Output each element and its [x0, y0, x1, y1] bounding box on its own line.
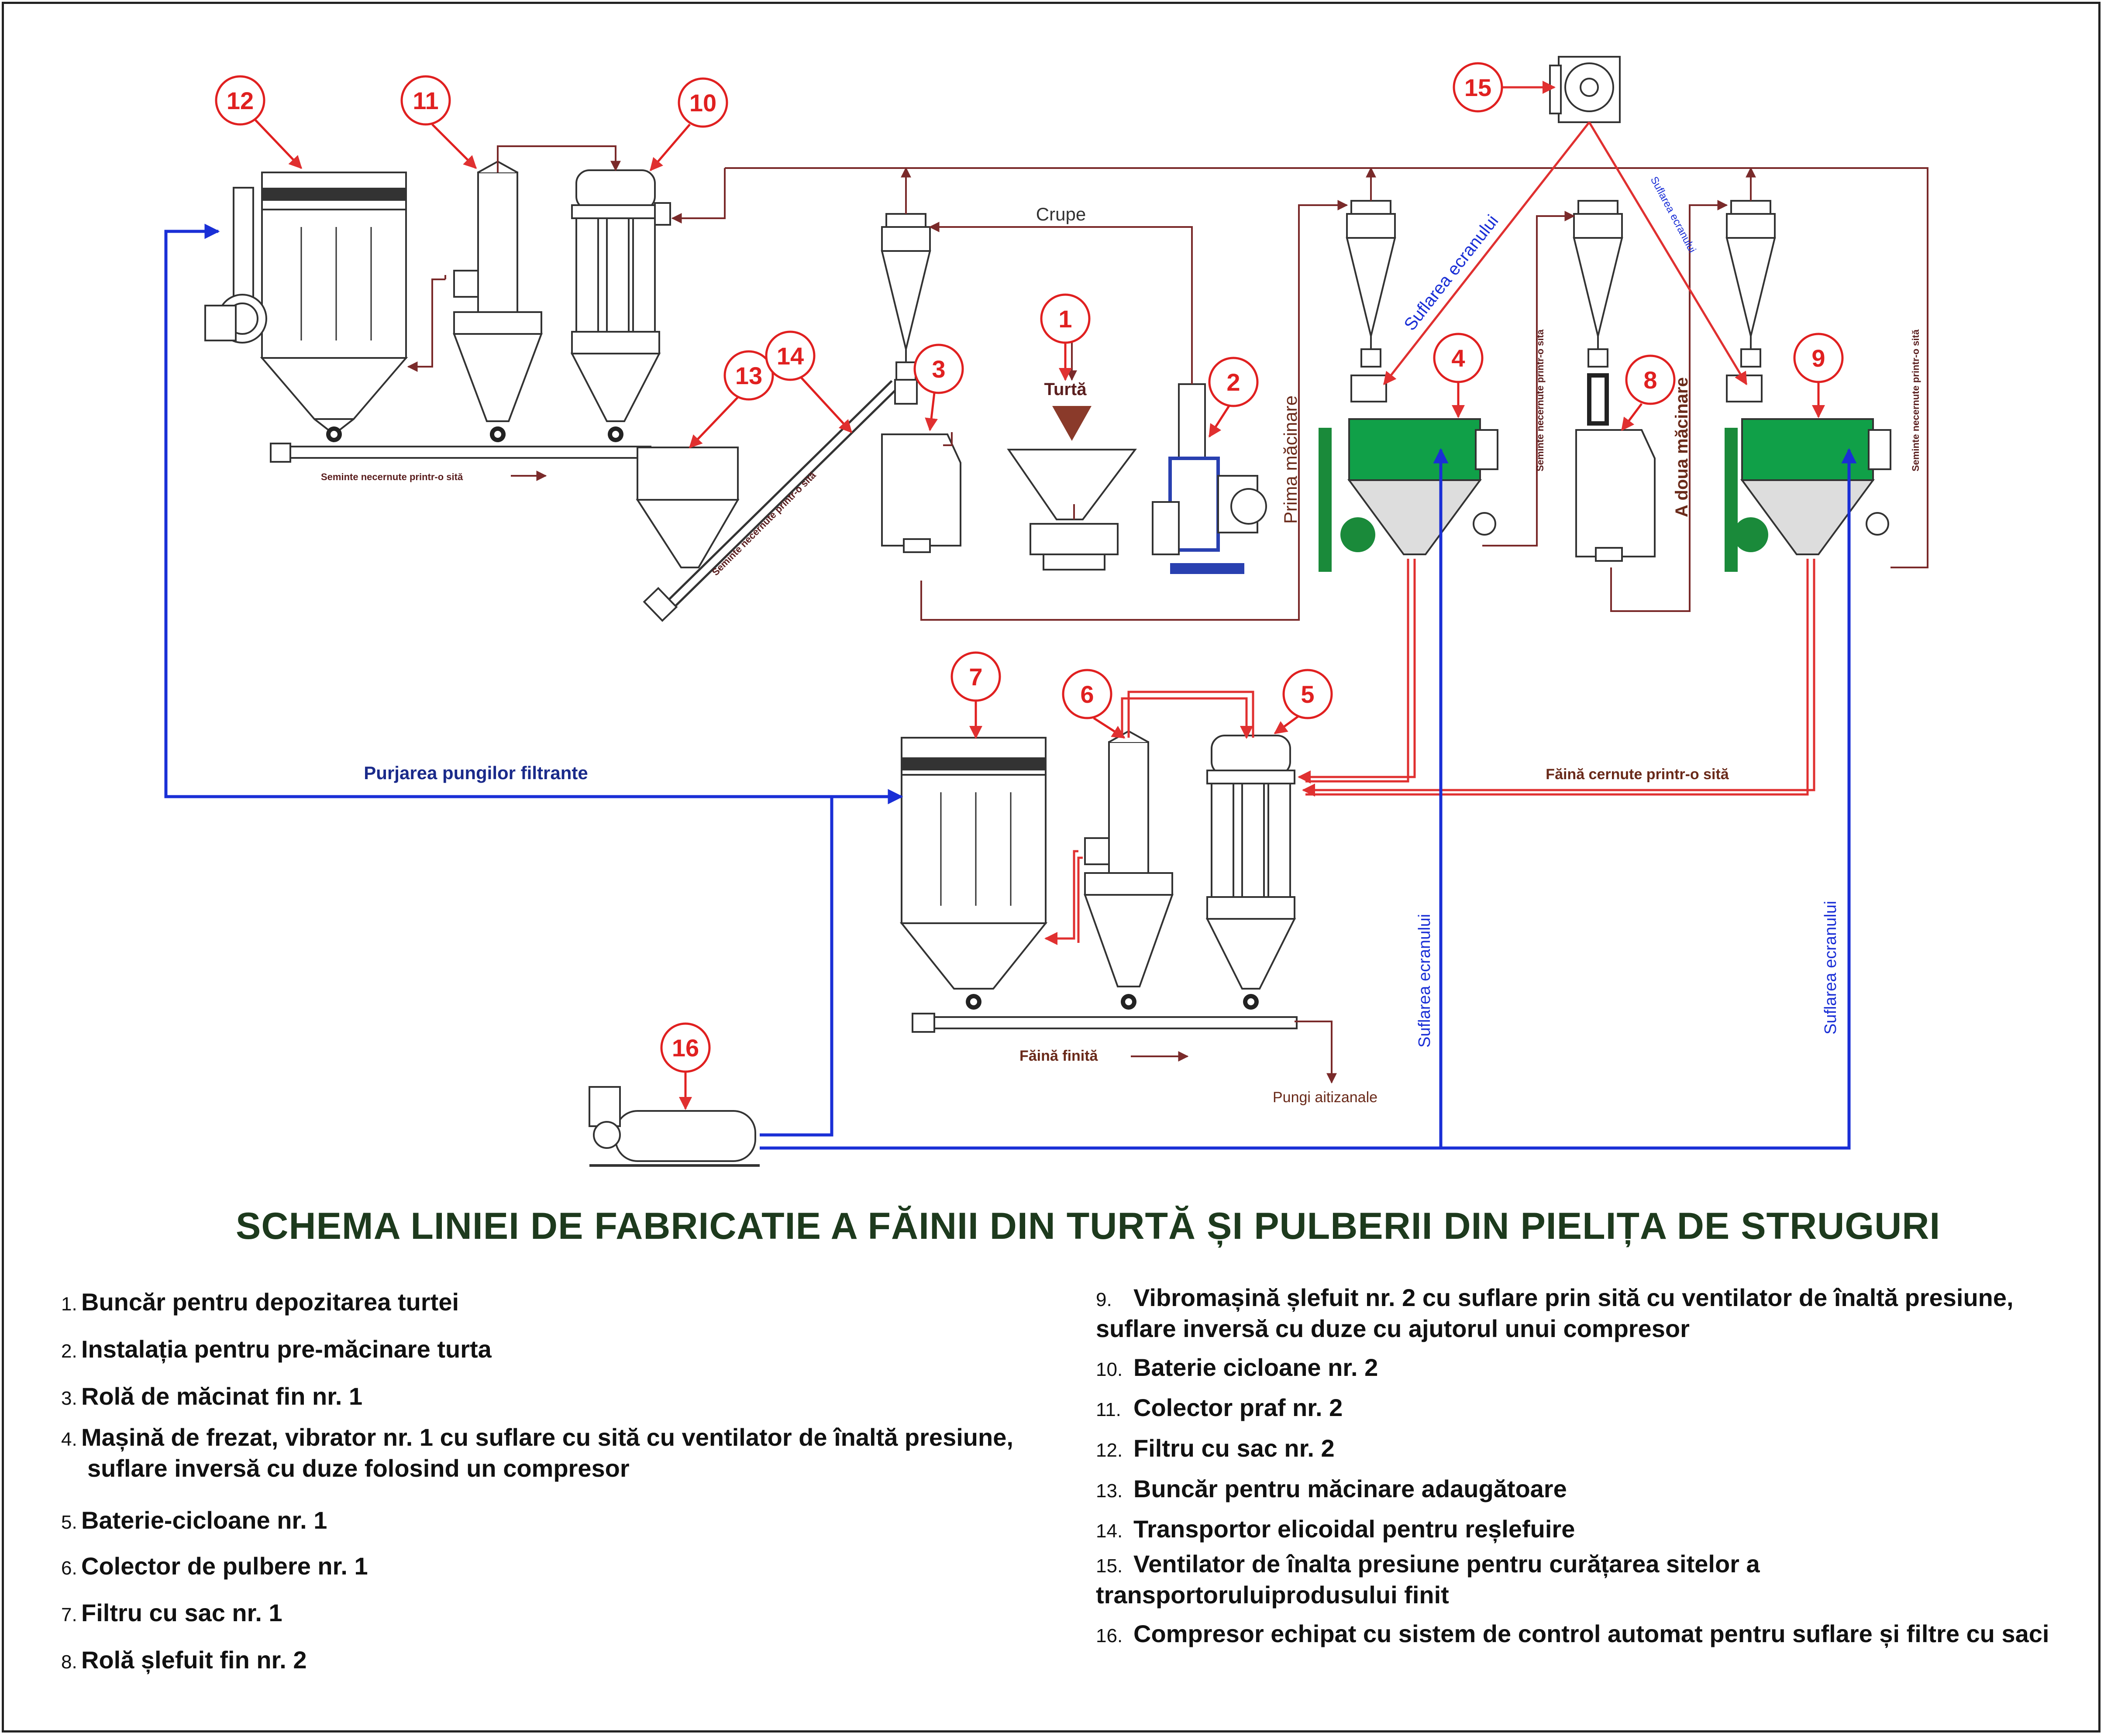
label-suflarea-vertical-2: Suflarea ecranului — [1822, 901, 1840, 1035]
label-suflarea-diagonal-1: Suflarea ecranului — [1400, 211, 1502, 334]
marker-7: 7 — [950, 651, 1001, 702]
marker-4: 4 — [1433, 333, 1484, 383]
label-suflarea-vertical-1: Suflarea ecranului — [1415, 914, 1434, 1048]
marker-12: 12 — [215, 75, 265, 126]
bag-filter-1 — [899, 737, 1048, 1010]
legend-item-4: 4.Mașină de frezat, vibrator nr. 1 cu su… — [61, 1423, 1013, 1482]
fine-roller-mill-1 — [881, 433, 961, 553]
label-crupe: Crupe — [1036, 204, 1086, 224]
compressor — [589, 1086, 760, 1167]
legend-item-15: 15.Ventilator de înalta presiune pentru … — [1096, 1550, 1760, 1609]
marker-11: 11 — [400, 75, 451, 126]
label-purjarea: Purjarea pungilor filtrante — [364, 763, 588, 783]
svg-text:1: 1 — [1058, 305, 1072, 333]
markers: 1 2 3 4 5 6 7 8 9 10 11 12 13 14 15 16 — [215, 62, 1844, 1073]
legend-item-14: 14.Transportor elicoidal pentru reșlefui… — [1096, 1515, 1575, 1543]
label-a-doua-macinare: A doua măcinare — [1672, 377, 1691, 517]
screw-conveyor-bottom — [933, 1016, 1298, 1029]
marker-1: 1 — [1040, 293, 1091, 344]
legend-item-7: 7.Filtru cu sac nr. 1 — [61, 1599, 282, 1626]
marker-6: 6 — [1062, 669, 1112, 719]
marker-13: 13 — [723, 350, 774, 401]
legend-left: 1.Buncăr pentru depozitarea turtei 2.Ins… — [61, 1288, 1065, 1681]
svg-text:14: 14 — [777, 342, 804, 370]
dust-collector-2 — [453, 160, 543, 442]
marker-10: 10 — [678, 77, 728, 128]
cake-storage-hopper — [1007, 406, 1137, 571]
svg-text:7: 7 — [969, 663, 982, 691]
svg-text:5: 5 — [1301, 681, 1314, 708]
svg-text:3: 3 — [932, 355, 945, 383]
label-faina-finita: Făină finită — [1019, 1048, 1098, 1064]
label-suflarea-diagonal-2: Suflarea ecranului — [1648, 175, 1698, 254]
legend-item-5: 5.Baterie-cicloane nr. 1 — [61, 1506, 327, 1534]
marker-5: 5 — [1282, 669, 1333, 719]
label-faina-cernute: Făină cernute printr-o sită — [1546, 766, 1729, 783]
svg-text:16: 16 — [672, 1034, 699, 1062]
cyclone-battery-1 — [1205, 735, 1296, 1010]
legend-item-2: 2.Instalația pentru pre-măcinare turta — [61, 1335, 492, 1363]
legend-item-11: 11.Colector praf nr. 2 — [1096, 1394, 1343, 1421]
label-seminte-vibro2: Seminte necernute printr-o sită — [1910, 329, 1921, 471]
marker-3: 3 — [913, 344, 964, 394]
svg-text:15: 15 — [1464, 74, 1491, 101]
page-title: SCHEMA LINIEI DE FABRICATIE A FĂINII DIN… — [236, 1205, 1941, 1247]
legend-item-3: 3.Rolă de măcinat fin nr. 1 — [61, 1382, 363, 1410]
legend-right: 9.Vibromașină șlefuit nr. 2 cu suflare p… — [1096, 1283, 2078, 1676]
legend-item-10: 10.Baterie cicloane nr. 2 — [1096, 1354, 1378, 1381]
inclined-screw-conveyor — [643, 380, 899, 622]
svg-text:13: 13 — [735, 362, 762, 389]
legend-item-12: 12.Filtru cu sac nr. 2 — [1096, 1434, 1335, 1462]
marker-2: 2 — [1208, 357, 1259, 407]
fine-roller-mill-2 — [1575, 429, 1656, 562]
svg-text:10: 10 — [689, 89, 716, 117]
legend-item-13: 13.Buncăr pentru măcinare adaugătoare — [1096, 1475, 1567, 1502]
cyclone-battery-2 — [570, 169, 671, 442]
legend-item-16: 16.Compresor echipat cu sistem de contro… — [1096, 1620, 2049, 1647]
pre-grinding-installation — [1152, 383, 1267, 574]
svg-text:6: 6 — [1080, 681, 1094, 708]
label-prima-macinare: Prima măcinare — [1280, 395, 1301, 524]
legend-item-9: 9.Vibromașină șlefuit nr. 2 cu suflare p… — [1096, 1284, 2014, 1342]
vibratory-machine-2 — [1725, 418, 1891, 572]
svg-text:11: 11 — [413, 87, 438, 114]
label-seminte-vibro1: Seminte necernute printr-o sită — [1535, 329, 1546, 471]
flow-diagram: 1 2 3 4 5 6 7 8 9 10 11 12 13 14 15 16 T… — [164, 56, 1928, 1167]
marker-15: 15 — [1453, 62, 1503, 113]
vibratory-milling-machine-1 — [1319, 418, 1498, 572]
legend-item-1: 1.Buncăr pentru depozitarea turtei — [61, 1288, 459, 1316]
marker-9: 9 — [1793, 333, 1844, 383]
svg-text:12: 12 — [227, 87, 254, 114]
label-pungi: Pungi aitizanale — [1273, 1089, 1377, 1106]
marker-16: 16 — [660, 1022, 711, 1073]
marker-14: 14 — [765, 330, 816, 381]
additional-grinding-hopper — [636, 447, 740, 568]
bag-filter-2 — [204, 172, 408, 442]
legend-item-8: 8.Rolă șlefuit fin nr. 2 — [61, 1646, 307, 1674]
label-seminte-conveyor: Seminte necernute printr-o sită — [321, 471, 463, 482]
marker-8: 8 — [1625, 354, 1676, 405]
dust-collector-1 — [1084, 730, 1174, 1010]
high-pressure-fan — [1549, 56, 1621, 123]
svg-text:4: 4 — [1451, 344, 1465, 372]
label-turta: Turtă — [1044, 380, 1087, 399]
screw-conveyor-top — [287, 446, 651, 459]
legend-item-6: 6.Colector de pulbere nr. 1 — [61, 1552, 368, 1580]
svg-text:9: 9 — [1811, 344, 1825, 372]
svg-text:2: 2 — [1226, 368, 1240, 396]
svg-text:8: 8 — [1643, 366, 1657, 394]
